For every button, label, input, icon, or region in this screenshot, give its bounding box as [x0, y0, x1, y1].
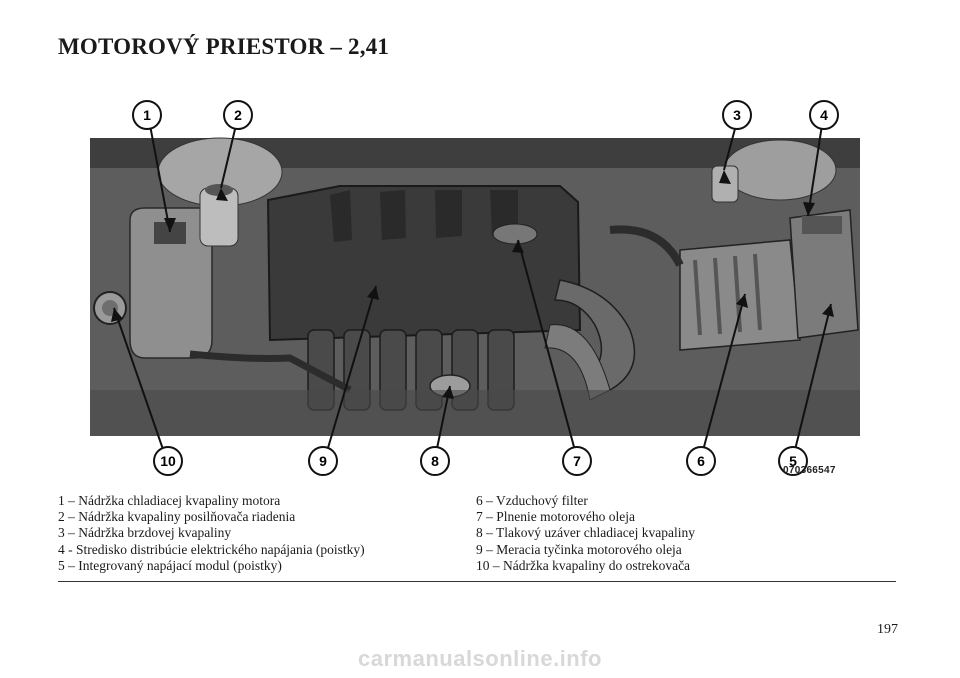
watermark: carmanualsonline.info: [358, 646, 602, 671]
callout-2: 2: [223, 100, 253, 130]
svg-text:9: 9: [319, 453, 327, 469]
figure-legend: 1 – Nádržka chladiacej kvapaliny motora …: [58, 493, 896, 574]
page-title: MOTOROVÝ PRIESTOR – 2,41: [58, 34, 390, 59]
svg-text:7: 7: [573, 453, 581, 469]
callout-5: 5: [778, 446, 808, 476]
svg-text:5: 5: [789, 453, 797, 469]
legend-item: 6 – Vzduchový filter: [476, 493, 588, 508]
callout-arrowheads: [111, 170, 834, 399]
legend-item: 1 – Nádržka chladiacej kvapaliny motora: [58, 493, 281, 508]
legend-column-right: 6 – Vzduchový filter 7 – Plnenie motorov…: [476, 493, 896, 574]
svg-text:1: 1: [143, 107, 151, 123]
legend-item: 5 – Integrovaný napájací modul (poistky): [58, 557, 282, 573]
legend-item: 9 – Meracia tyčinka motorového oleja: [476, 541, 682, 557]
callout-8: 8: [420, 446, 450, 476]
svg-text:3: 3: [733, 107, 741, 123]
legend-item: 10 – Nádržka kvapaliny do ostrekovača: [476, 557, 691, 573]
svg-text:6: 6: [697, 453, 705, 469]
callout-9: 9: [308, 446, 338, 476]
svg-text:4: 4: [820, 107, 828, 123]
figure-code: 070366547: [783, 465, 836, 476]
callout-leaders: [113, 124, 832, 459]
callout-10: 10: [153, 446, 183, 476]
svg-text:10: 10: [160, 453, 176, 469]
callout-3: 3: [722, 100, 752, 130]
engine-photo: [90, 137, 860, 436]
legend-item: 3 – Nádržka brzdovej kvapaliny: [58, 525, 232, 541]
callout-1: 1: [132, 100, 162, 130]
callout-7: 7: [562, 446, 592, 476]
callout-6: 6: [686, 446, 716, 476]
legend-item: 8 – Tlakový uzáver chladiacej kvapaliny: [476, 525, 696, 541]
svg-text:8: 8: [431, 453, 439, 469]
engine-compartment-illustration: 1 2 3 4 10 9: [90, 90, 870, 485]
legend-divider: [58, 581, 896, 582]
callouts-top: 1 2 3 4: [132, 100, 839, 130]
legend-item: 2 – Nádržka kvapaliny posilňovača riaden…: [58, 509, 296, 525]
legend-column-left: 1 – Nádržka chladiacej kvapaliny motora …: [58, 493, 473, 574]
legend-item: 4 - Stredisko distribúcie elektrického n…: [58, 541, 365, 557]
legend-item: 7 – Plnenie motorového oleja: [476, 509, 635, 525]
svg-text:2: 2: [234, 107, 242, 123]
callout-4: 4: [809, 100, 839, 130]
callouts-bottom: 10 9 8 7 6 5: [153, 446, 808, 476]
page-number: 197: [877, 622, 898, 637]
